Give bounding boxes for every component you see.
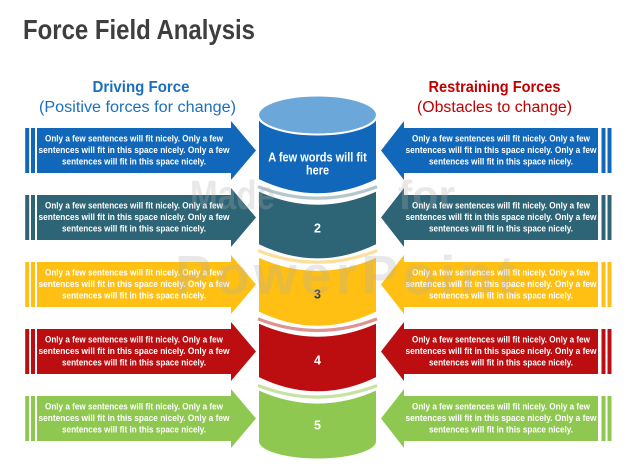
- svg-text:sentences will fit in this spa: sentences will fit in this space nicely.: [429, 291, 573, 301]
- svg-text:here: here: [306, 162, 329, 177]
- svg-text:Only a few sentences will fit: Only a few sentences will fit nicely. On…: [45, 335, 223, 345]
- svg-text:(Positive forces for change): (Positive forces for change): [39, 99, 236, 116]
- svg-text:Made: Made: [190, 172, 275, 218]
- svg-text:sentences will fit in this spa: sentences will fit in this space nicely.…: [406, 279, 597, 289]
- svg-text:Only a few sentences will fit: Only a few sentences will fit nicely. On…: [412, 201, 590, 211]
- svg-text:sentences will fit in this spa: sentences will fit in this space nicely.: [62, 358, 206, 368]
- svg-text:Only a few sentences will fit: Only a few sentences will fit nicely. On…: [412, 134, 590, 144]
- svg-text:Only a few sentences will fit: Only a few sentences will fit nicely. On…: [45, 402, 223, 412]
- svg-text:sentences will fit in this spa: sentences will fit in this space nicely.: [429, 224, 573, 234]
- svg-text:Force Field Analysis: Force Field Analysis: [23, 14, 255, 45]
- svg-text:sentences will fit in this spa: sentences will fit in this space nicely.: [429, 157, 573, 167]
- svg-text:2: 2: [314, 222, 321, 236]
- svg-text:sentences will fit in this spa: sentences will fit in this space nicely.…: [39, 212, 230, 222]
- svg-text:sentences will fit in this spa: sentences will fit in this space nicely.…: [39, 279, 230, 289]
- svg-text:Only a few sentences will fit: Only a few sentences will fit nicely. On…: [412, 402, 590, 412]
- svg-text:sentences will fit in this spa: sentences will fit in this space nicely.: [62, 224, 206, 234]
- svg-text:Driving Force: Driving Force: [93, 79, 190, 96]
- svg-text:5: 5: [314, 419, 321, 433]
- svg-text:sentences will fit in this spa: sentences will fit in this space nicely.…: [406, 346, 597, 356]
- svg-text:sentences will fit in this spa: sentences will fit in this space nicely.…: [406, 413, 597, 423]
- svg-text:sentences will fit in this spa: sentences will fit in this space nicely.…: [406, 212, 597, 222]
- svg-text:sentences will fit in this spa: sentences will fit in this space nicely.…: [39, 413, 230, 423]
- svg-text:Only a few sentences will fit: Only a few sentences will fit nicely. On…: [45, 268, 223, 278]
- svg-text:sentences will fit in this spa: sentences will fit in this space nicely.: [62, 291, 206, 301]
- svg-text:sentences will fit in this spa: sentences will fit in this space nicely.: [429, 425, 573, 435]
- svg-text:sentences will fit in this spa: sentences will fit in this space nicely.…: [39, 346, 230, 356]
- svg-text:Only a few sentences will fit: Only a few sentences will fit nicely. On…: [412, 268, 590, 278]
- svg-text:for: for: [398, 172, 455, 218]
- svg-text:sentences will fit in this spa: sentences will fit in this space nicely.: [429, 358, 573, 368]
- svg-text:sentences will fit in this spa: sentences will fit in this space nicely.…: [406, 145, 597, 155]
- svg-text:A few words will fit: A few words will fit: [268, 149, 367, 164]
- svg-text:4: 4: [314, 353, 321, 367]
- svg-text:sentences will fit in this spa: sentences will fit in this space nicely.…: [39, 145, 230, 155]
- svg-text:Only a few sentences will fit: Only a few sentences will fit nicely. On…: [45, 134, 223, 144]
- svg-text:sentences will fit in this spa: sentences will fit in this space nicely.: [62, 425, 206, 435]
- svg-text:(Obstacles to change): (Obstacles to change): [417, 99, 572, 116]
- svg-text:sentences will fit in this spa: sentences will fit in this space nicely.: [62, 157, 206, 167]
- svg-text:Only a few sentences will fit: Only a few sentences will fit nicely. On…: [45, 201, 223, 211]
- svg-text:Restraining Forces: Restraining Forces: [429, 79, 561, 96]
- svg-text:PowerPoint: PowerPoint: [175, 244, 516, 306]
- svg-text:Only a few sentences will fit: Only a few sentences will fit nicely. On…: [412, 335, 590, 345]
- svg-text:3: 3: [314, 287, 321, 301]
